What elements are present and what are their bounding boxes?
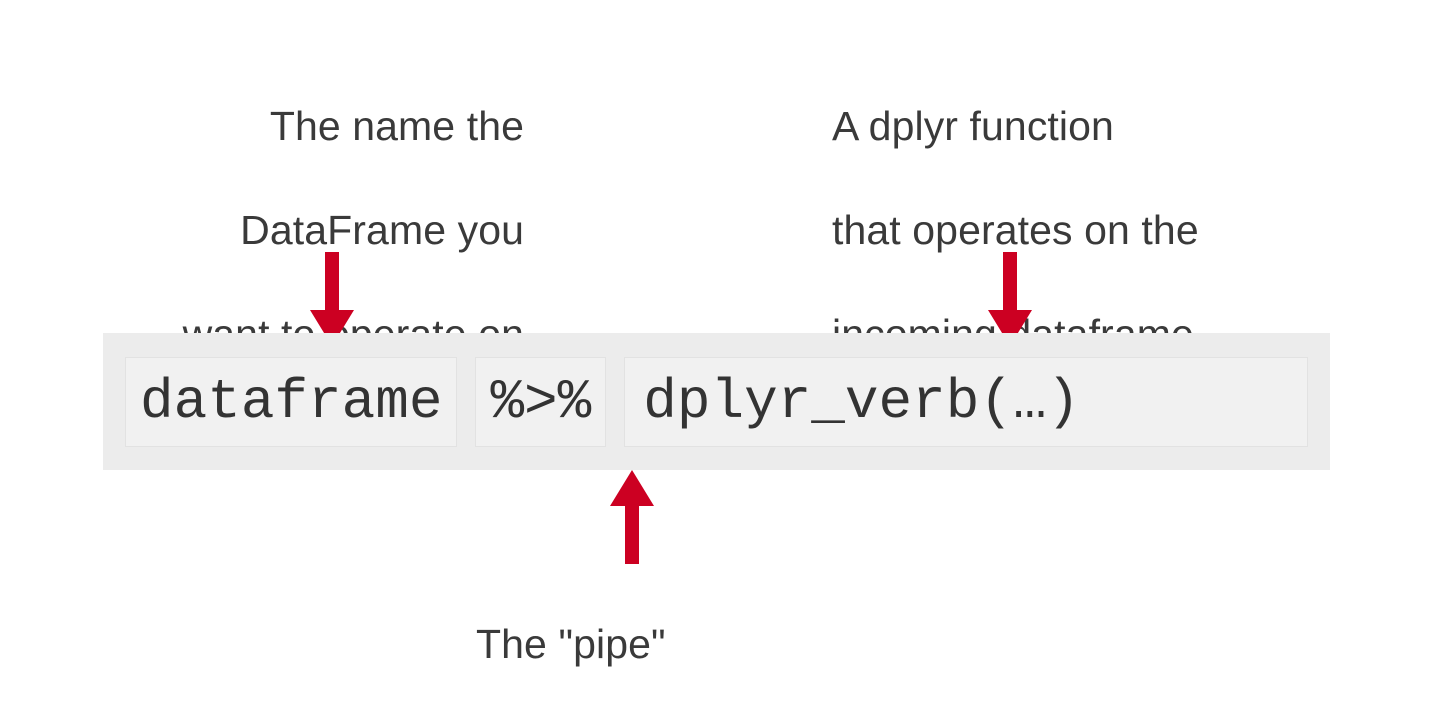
callout-verb-line-2: that operates on the [832, 207, 1199, 253]
code-token-pipe-operator: %>% [475, 356, 607, 447]
arrow-up-to-pipe-icon [608, 470, 656, 564]
callout-dataframe-line-2: DataFrame you [240, 207, 524, 253]
callout-pipe-line-1: The "pipe" [476, 621, 666, 667]
code-token-dplyr-verb: dplyr_verb(…) [624, 356, 1308, 447]
callout-verb-line-1: A dplyr function [832, 103, 1114, 149]
code-expression-band: dataframe %>% dplyr_verb(…) [103, 333, 1330, 470]
callout-dataframe-line-1: The name the [269, 103, 524, 149]
callout-pipe-operator: The "pipe" operator [476, 566, 796, 710]
arrow-down-to-dplyr-verb-icon [986, 252, 1034, 346]
code-token-dataframe: dataframe [125, 356, 458, 447]
arrow-down-to-dataframe-icon [308, 252, 356, 346]
